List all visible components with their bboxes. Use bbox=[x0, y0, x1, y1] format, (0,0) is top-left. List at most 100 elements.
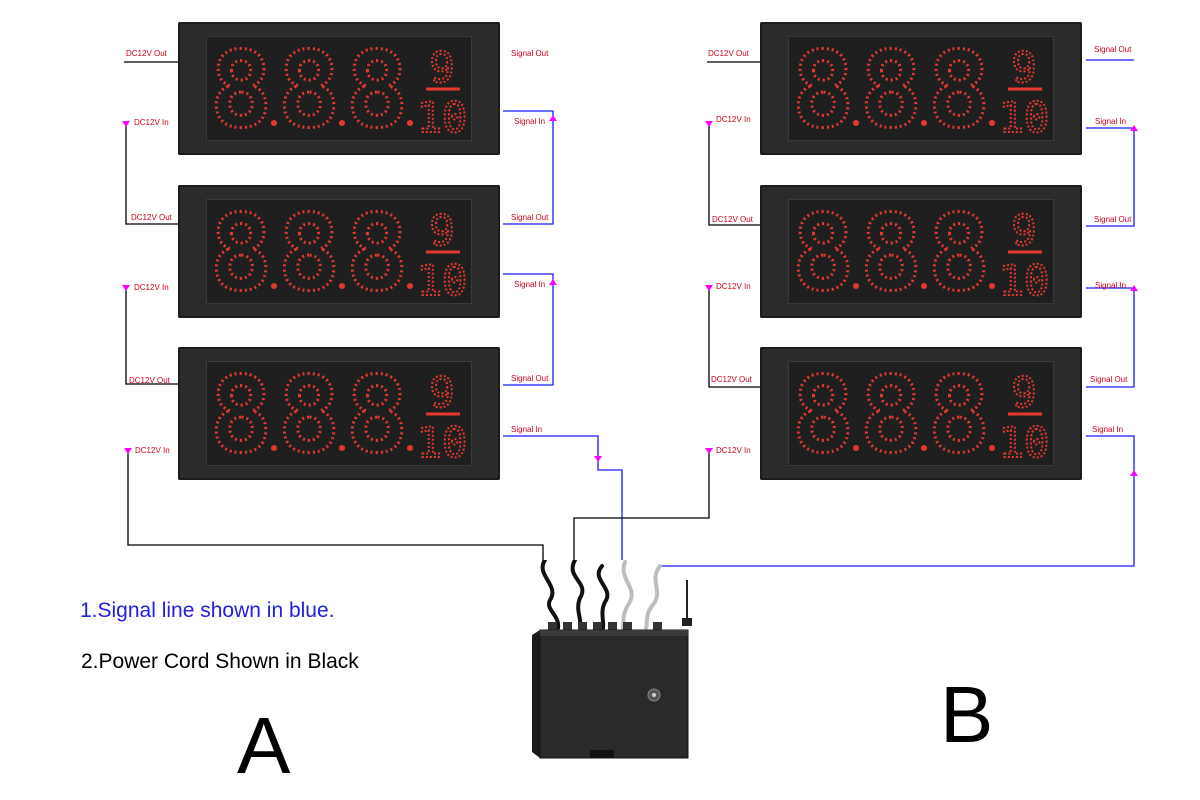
power-line-a-2-3 bbox=[125, 285, 178, 385]
signal-line-a-1-2 bbox=[503, 110, 554, 225]
led-digit: 8 bbox=[928, 354, 991, 476]
led-digit: 8 bbox=[792, 354, 855, 476]
fraction-denominator: 10 bbox=[417, 418, 468, 467]
decimal-point bbox=[921, 283, 927, 289]
fraction-numerator: 9 bbox=[429, 43, 454, 92]
led-digit: 8 bbox=[278, 192, 341, 314]
label-dc-in-b2: DC12V In bbox=[716, 282, 751, 291]
fraction-numerator: 9 bbox=[1011, 206, 1036, 255]
label-dc-out-b2: DC12V Out bbox=[712, 215, 753, 224]
signal-cable-1 bbox=[621, 560, 634, 630]
controller-box bbox=[532, 560, 692, 759]
fraction-numerator: 9 bbox=[1011, 368, 1036, 417]
decimal-point bbox=[853, 283, 859, 289]
fraction-numerator: 9 bbox=[429, 206, 454, 255]
led-digit: 8 bbox=[210, 29, 273, 151]
decimal-point bbox=[921, 120, 927, 126]
label-signal-out-a2: Signal Out bbox=[511, 213, 549, 222]
signal-cable-2 bbox=[644, 564, 662, 630]
power-line-b-controller bbox=[573, 448, 710, 560]
decimal-point bbox=[989, 445, 995, 451]
decimal-point bbox=[921, 445, 927, 451]
led-digit: 8 bbox=[928, 192, 991, 314]
decimal-point bbox=[339, 120, 345, 126]
decimal-point bbox=[853, 445, 859, 451]
decimal-point bbox=[853, 120, 859, 126]
led-digit: 8 bbox=[210, 192, 273, 314]
led-digit: 8 bbox=[278, 29, 341, 151]
label-dc-in-a2: DC12V In bbox=[134, 283, 169, 292]
power-cable-1 bbox=[540, 560, 561, 630]
led-digit: 8 bbox=[346, 29, 409, 151]
led-digit: 8 bbox=[210, 354, 273, 476]
decimal-point bbox=[407, 283, 413, 289]
signal-line-b-2-3 bbox=[1086, 287, 1135, 388]
label-signal-out-a3: Signal Out bbox=[511, 374, 549, 383]
power-cable-2 bbox=[570, 560, 585, 630]
signal-line-b-controller bbox=[660, 435, 1135, 567]
power-line-a-1-2 bbox=[125, 121, 178, 225]
signal-line-a-2-3 bbox=[503, 273, 554, 386]
decimal-point bbox=[339, 445, 345, 451]
fraction-denominator: 10 bbox=[417, 93, 468, 142]
label-signal-out-b3: Signal Out bbox=[1090, 375, 1128, 384]
decimal-point bbox=[989, 283, 995, 289]
power-legend-note: 2.Power Cord Shown in Black bbox=[81, 650, 359, 673]
signal-line-b-1-2 bbox=[1086, 127, 1135, 227]
label-signal-in-b3: Signal In bbox=[1092, 425, 1124, 434]
led-digit: 8 bbox=[346, 354, 409, 476]
label-signal-in-a3: Signal In bbox=[511, 425, 543, 434]
fraction-denominator: 10 bbox=[999, 256, 1050, 305]
decimal-point bbox=[339, 283, 345, 289]
label-signal-out-a1: Signal Out bbox=[511, 49, 549, 58]
label-signal-in-b1: Signal In bbox=[1095, 117, 1127, 126]
group-a-label: A bbox=[237, 701, 291, 790]
power-line-b-2-3 bbox=[708, 285, 760, 388]
signal-line-a-controller bbox=[503, 435, 623, 560]
label-signal-in-a2: Signal In bbox=[514, 280, 546, 289]
led-digit: 8 bbox=[860, 354, 923, 476]
label-signal-in-a1: Signal In bbox=[514, 117, 546, 126]
led-digit: 8 bbox=[792, 192, 855, 314]
label-dc-out-a3: DC12V Out bbox=[129, 376, 170, 385]
led-digit: 8 bbox=[860, 29, 923, 151]
label-dc-out-b1: DC12V Out bbox=[708, 49, 749, 58]
label-dc-in-a1: DC12V In bbox=[134, 118, 169, 127]
power-line-b-1-2 bbox=[708, 121, 760, 226]
fraction-numerator: 9 bbox=[1011, 43, 1036, 92]
label-signal-out-b2: Signal Out bbox=[1094, 215, 1132, 224]
fraction-denominator: 10 bbox=[417, 256, 468, 305]
led-digit: 8 bbox=[860, 192, 923, 314]
led-digit: 8 bbox=[928, 29, 991, 151]
label-dc-in-b1: DC12V In bbox=[716, 115, 751, 124]
label-dc-out-a2: DC12V Out bbox=[131, 213, 172, 222]
power-cable-3 bbox=[596, 564, 610, 630]
led-digit: 8 bbox=[792, 29, 855, 151]
connector-markers bbox=[122, 115, 1138, 476]
led-digit: 8 bbox=[346, 192, 409, 314]
decimal-point bbox=[407, 120, 413, 126]
label-dc-in-b3: DC12V In bbox=[716, 446, 751, 455]
signal-legend-note: 1.Signal line shown in blue. bbox=[80, 599, 335, 622]
label-dc-out-b3: DC12V Out bbox=[711, 375, 752, 384]
group-b-label: B bbox=[940, 670, 994, 759]
label-signal-in-b2: Signal In bbox=[1095, 281, 1127, 290]
decimal-point bbox=[271, 445, 277, 451]
decimal-point bbox=[989, 120, 995, 126]
fraction-denominator: 10 bbox=[999, 418, 1050, 467]
fraction-numerator: 9 bbox=[429, 368, 454, 417]
power-line-a-controller bbox=[127, 448, 544, 572]
